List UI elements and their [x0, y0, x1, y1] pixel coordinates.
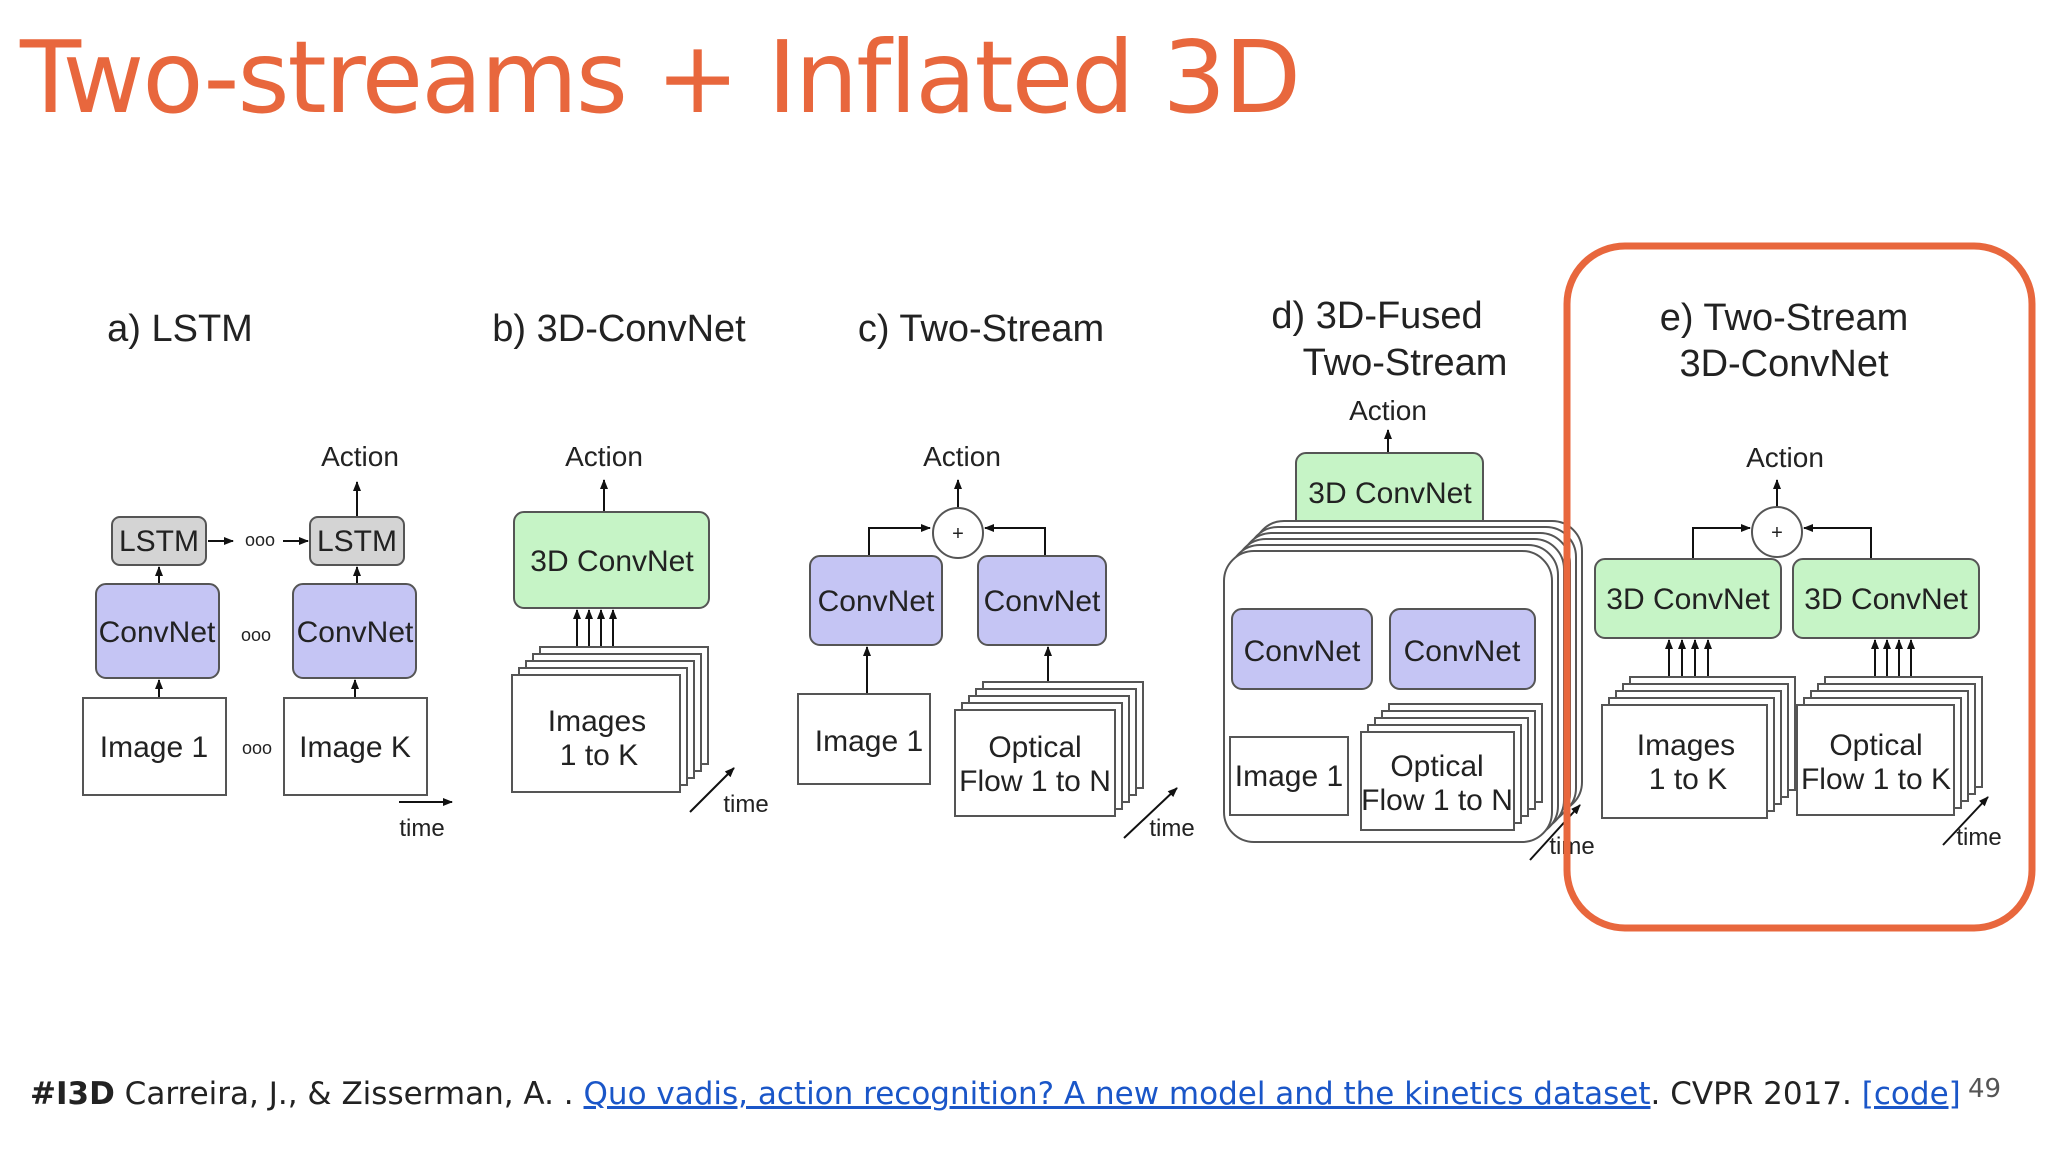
input-label-e-rgb-1: Images [1637, 729, 1735, 762]
input-box-c-rgb [797, 693, 931, 785]
panel-e-time-label: time [1956, 824, 2001, 851]
arrow-conv-c2-to-fusion [984, 524, 1046, 556]
fusion-node-e-sign: + [1771, 522, 1783, 544]
convnet-label-c2: ConvNet [984, 585, 1101, 618]
lstm-label-2: LSTM [317, 525, 397, 558]
panel-a-action: Action [321, 441, 399, 472]
slide-title: Two-streams + Inflated 3D [20, 19, 1301, 136]
panel-d-time-label: time [1549, 833, 1594, 860]
convnet3d-label-e1: 3D ConvNet [1606, 583, 1770, 616]
citation: #I3D Carreira, J., & Zisserman, A. . Quo… [30, 1076, 1961, 1112]
input-label-d-flow-2: Flow 1 to N [1361, 784, 1513, 817]
fusion-node-c [932, 507, 984, 559]
convnet3d-box-e2 [1792, 558, 1980, 639]
ellipsis-lstm: ooo [245, 530, 275, 550]
convnet-label-d1: ConvNet [1244, 635, 1361, 668]
input-label-c-flow-2: Flow 1 to N [959, 765, 1111, 798]
fusion-node-e [1751, 506, 1803, 558]
convnet-label-c1: ConvNet [818, 585, 935, 618]
input-box-image-1 [82, 697, 227, 796]
input-label-d-flow-1: Optical [1390, 750, 1483, 783]
convnet-box-a2 [292, 583, 417, 679]
arrow-3d-e2-to-fusion [1803, 524, 1872, 559]
convnet-box-d2 [1389, 608, 1536, 690]
panel-d-title-1: d) 3D-Fused [1271, 295, 1482, 337]
panel-e-title-2: 3D-ConvNet [1679, 343, 1889, 385]
citation-authors: Carreira, J., & Zisserman, A. . [124, 1076, 574, 1112]
panel-b-time-label: time [723, 791, 768, 818]
convnet-box-c2 [977, 555, 1107, 646]
input-label-e-flow-2: Flow 1 to K [1801, 763, 1951, 796]
convnet3d-label-b: 3D ConvNet [530, 545, 694, 578]
input-stack-c-flow [954, 709, 1116, 817]
panel-e-action: Action [1746, 442, 1824, 473]
citation-venue: . CVPR 2017. [1650, 1076, 1852, 1112]
convnet-box-c1 [809, 555, 943, 646]
panel-c-action: Action [923, 441, 1001, 472]
convnet3d-label-e2: 3D ConvNet [1804, 583, 1968, 616]
input-label-d-rgb: Image 1 [1235, 760, 1343, 793]
panel-b-time-arrow [689, 767, 735, 813]
code-link[interactable]: [code] [1861, 1076, 1961, 1112]
paper-link[interactable]: Quo vadis, action recognition? A new mod… [583, 1076, 1651, 1112]
panel-e-time-arrow [1942, 796, 1989, 846]
arrow-conv-c1-to-fusion [868, 524, 931, 556]
convnet-label-a1: ConvNet [99, 616, 216, 649]
convnet3d-box-b [513, 511, 710, 609]
input-label-b-2: 1 to K [560, 739, 638, 772]
convnet-box-a1 [95, 583, 220, 679]
page-number: 49 [1968, 1074, 2002, 1104]
lstm-label-1: LSTM [119, 525, 199, 558]
panel-b-title: b) 3D-ConvNet [492, 308, 746, 350]
lstm-box-2 [309, 516, 405, 566]
input-box-image-k [283, 697, 428, 796]
panel-d-action: Action [1349, 395, 1427, 426]
input-label-c-flow-1: Optical [988, 731, 1081, 764]
input-stack-b [511, 674, 681, 793]
input-label-e-flow-1: Optical [1829, 729, 1922, 762]
input-label-e-rgb-2: 1 to K [1649, 763, 1727, 796]
convnet-label-a2: ConvNet [297, 616, 414, 649]
convnet-label-d2: ConvNet [1404, 635, 1521, 668]
convnet3d-box-e1 [1594, 558, 1782, 639]
input-stack-e-flow [1796, 704, 1955, 816]
panel-d-time-arrow [1529, 804, 1581, 861]
input-label-b-1: Images [548, 705, 646, 738]
ellipsis-input: ooo [242, 738, 272, 758]
input-box-d-rgb [1229, 736, 1349, 816]
panel-a-title: a) LSTM [107, 308, 253, 350]
input-label-c-rgb: Image 1 [815, 725, 923, 758]
ellipsis-convnet: ooo [241, 625, 271, 645]
lstm-box-1 [111, 516, 207, 566]
convnet3d-label-d: 3D ConvNet [1308, 477, 1472, 510]
panel-c-time-label: time [1149, 815, 1194, 842]
panel-a-time-label: time [399, 815, 444, 842]
fusion-node-c-sign: + [952, 523, 964, 545]
panel-c-title: c) Two-Stream [858, 308, 1104, 350]
input-stack-e-rgb [1601, 704, 1768, 819]
panel-b-action: Action [565, 441, 643, 472]
convnet-box-d1 [1231, 608, 1373, 690]
input-label-image-k: Image K [299, 731, 411, 764]
highlight-frame [1563, 242, 2036, 932]
panel-d-title-2: Two-Stream [1303, 342, 1508, 384]
citation-tag: #I3D [30, 1076, 115, 1112]
panel-e-title-1: e) Two-Stream [1660, 297, 1908, 339]
arrow-3d-e1-to-fusion [1692, 524, 1751, 559]
panel-c-time-arrow [1123, 787, 1178, 839]
input-label-image-1: Image 1 [100, 731, 208, 764]
input-stack-d-flow [1360, 731, 1515, 831]
